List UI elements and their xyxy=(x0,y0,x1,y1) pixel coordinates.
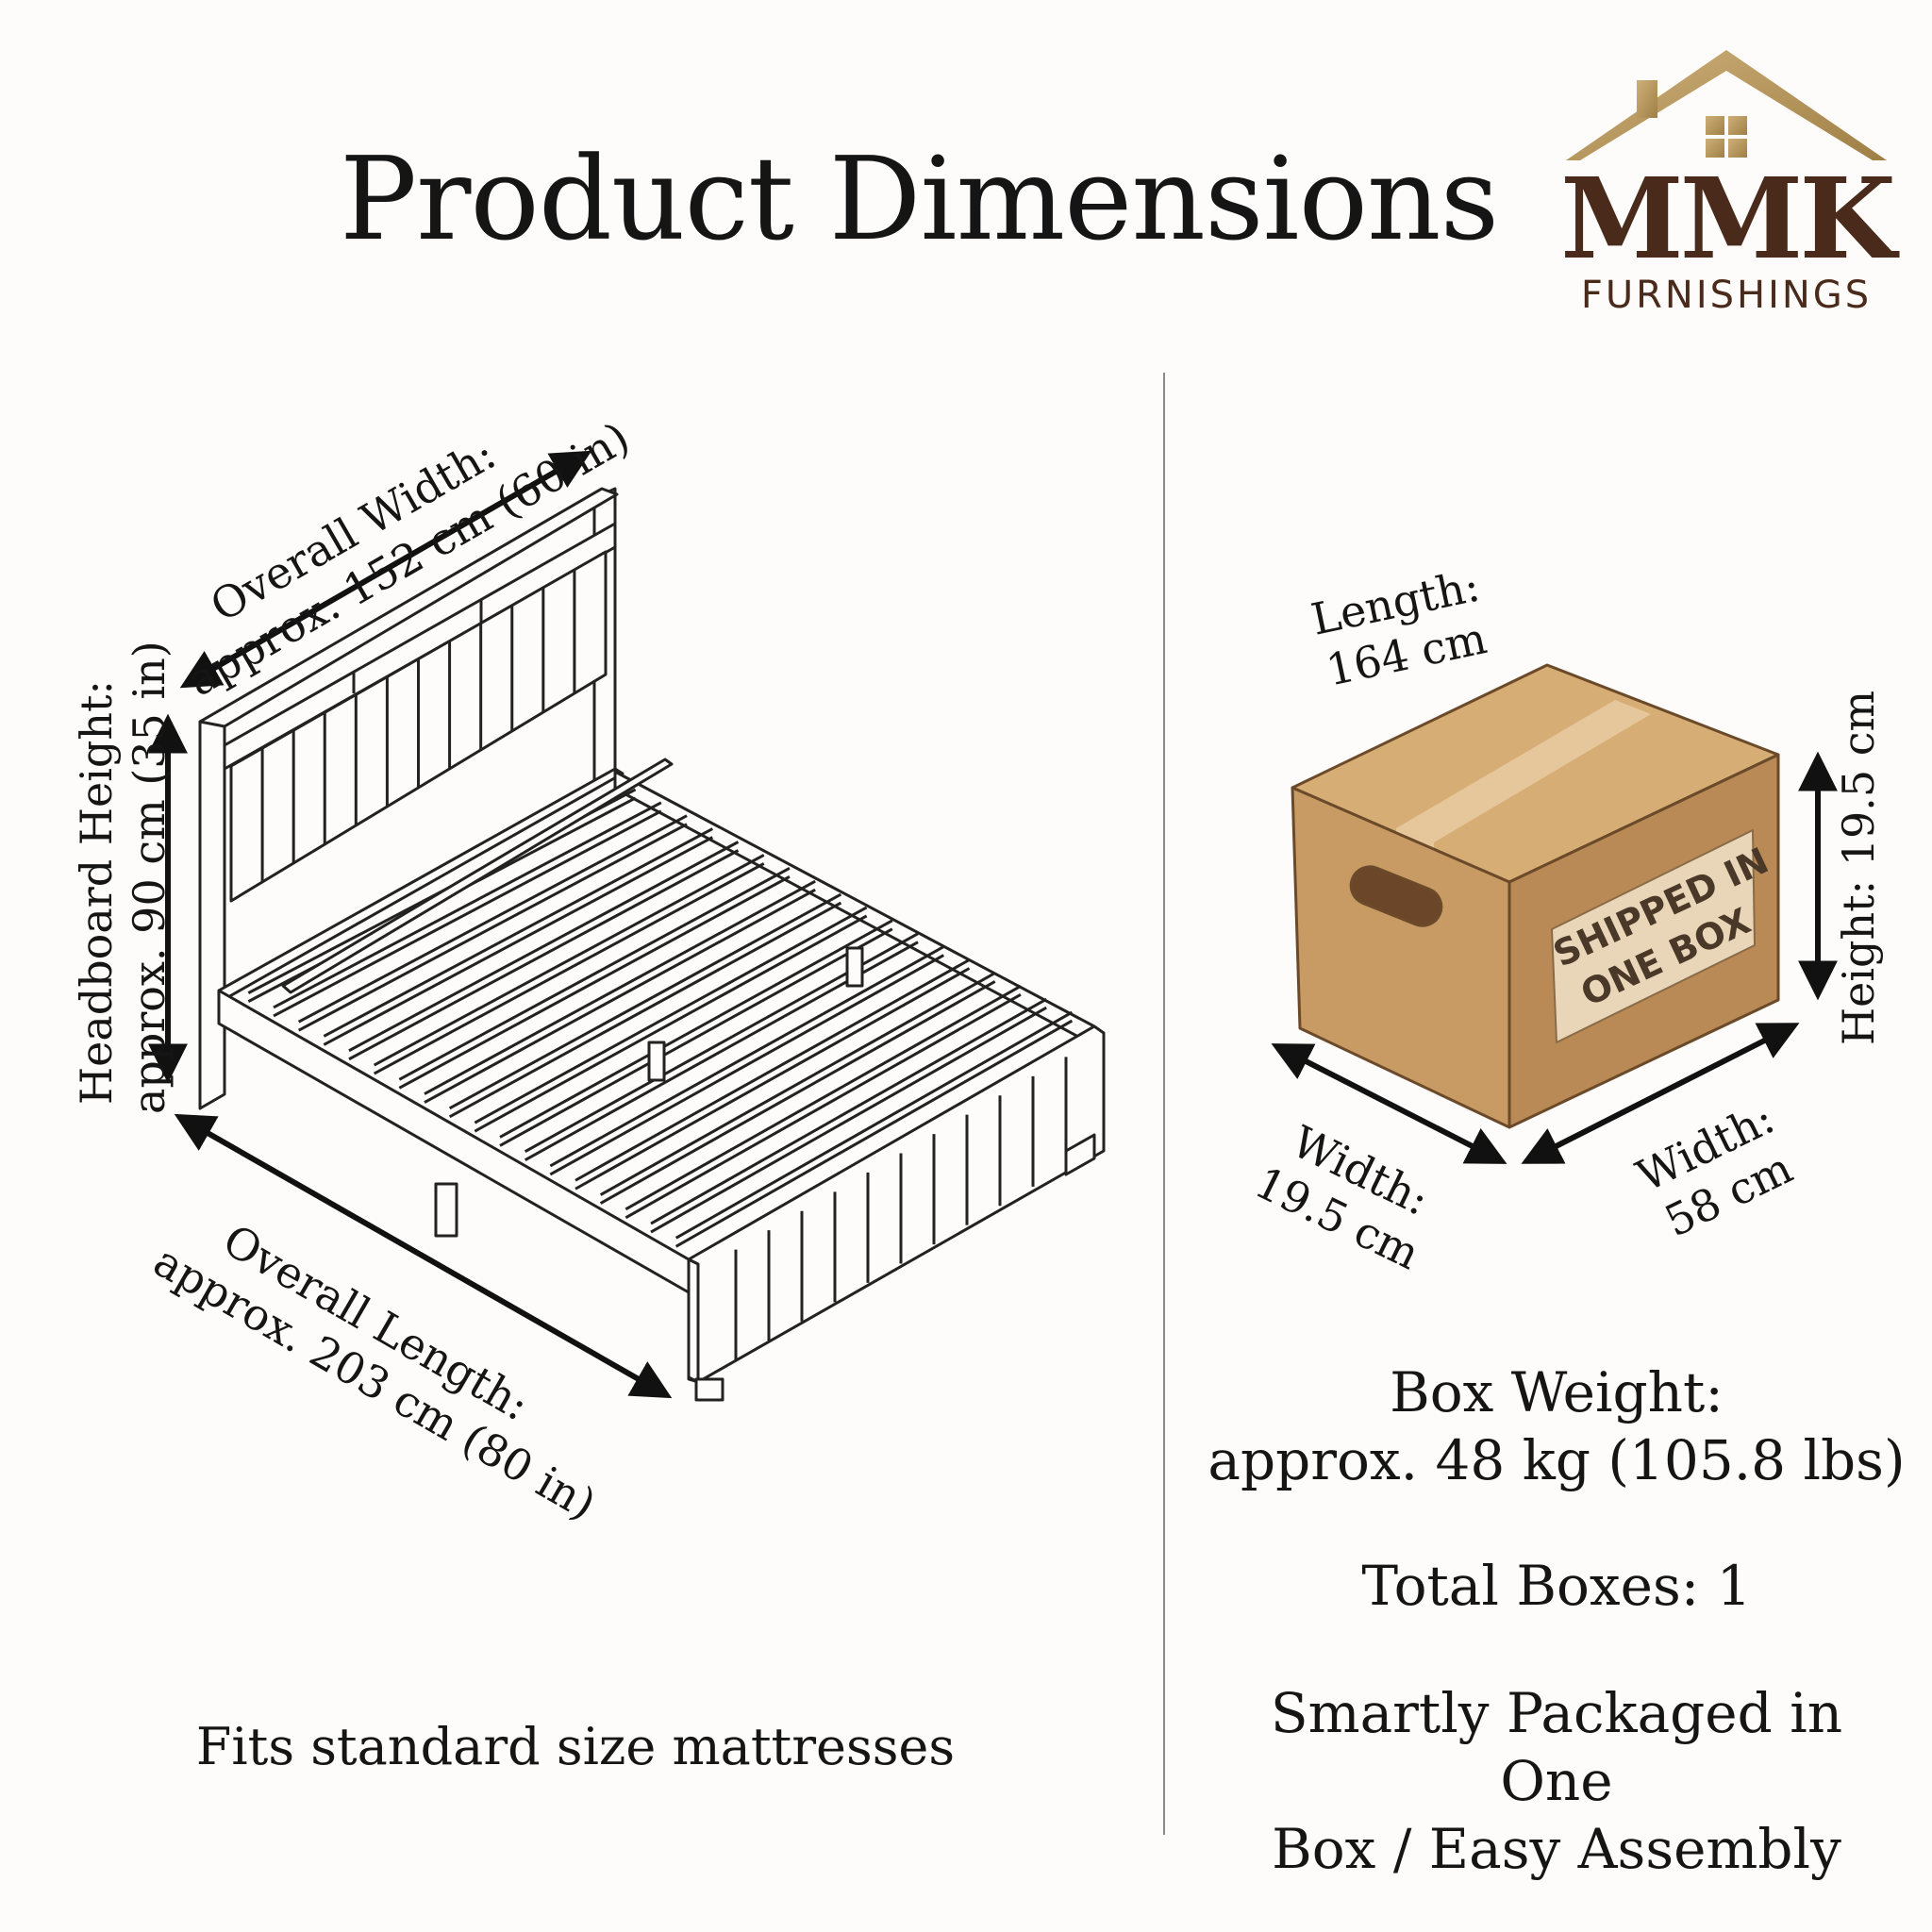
bed-slat xyxy=(499,919,893,1139)
bed-slat-edge xyxy=(373,862,765,1075)
bed-slat xyxy=(323,827,713,1038)
bed-headboard-value: approx. 90 cm (35 in) xyxy=(124,641,175,1114)
bed-slat xyxy=(448,892,842,1110)
bed-slat xyxy=(273,801,662,1009)
bed-slat xyxy=(297,814,688,1024)
total-boxes: Total Boxes: 1 xyxy=(1361,1554,1752,1618)
bed-slat-edge xyxy=(323,836,713,1046)
bed-slat-edge xyxy=(650,1006,1047,1234)
bed-slat xyxy=(373,854,765,1067)
width-arrow xyxy=(179,450,592,689)
box-height-label: Height: 19.5 cm xyxy=(1832,690,1885,1045)
footboard-channels xyxy=(734,1057,1068,1360)
bed-slat-edge xyxy=(675,1019,1074,1248)
bed-slat xyxy=(474,906,868,1124)
bed-slat xyxy=(625,984,1022,1211)
packaging-line-2: Box / Easy Assembly xyxy=(1272,1817,1841,1881)
section-divider xyxy=(1163,373,1165,1835)
bed-slat-edge xyxy=(297,823,688,1032)
box-handle xyxy=(1349,865,1443,927)
shipping-box xyxy=(1291,663,1780,1129)
bed-slat-edge xyxy=(499,927,893,1147)
length-arrow xyxy=(174,1113,673,1399)
box-sticker xyxy=(1551,829,1756,1043)
page-title: Product Dimensions xyxy=(340,132,1499,266)
brand-name: MMK xyxy=(1560,153,1896,284)
bed-slat xyxy=(650,997,1047,1225)
bed-slat xyxy=(398,866,791,1081)
bed-dimension-arrows xyxy=(148,450,673,1399)
bed-slat-edge xyxy=(398,874,791,1090)
box-weight: Box Weight: approx. 48 kg (105.8 lbs) xyxy=(1208,1358,1906,1494)
bed-slat-edge xyxy=(448,901,842,1119)
bed-slat xyxy=(348,841,740,1053)
box-weight-label: Box Weight: xyxy=(1390,1360,1724,1424)
brand-subtitle: FURNISHINGS xyxy=(1580,274,1873,317)
bed-slat-edge xyxy=(348,849,740,1061)
bed-headboard-label: Headboard Height: approx. 90 cm (35 in) xyxy=(70,641,175,1114)
mattress-note: Fits standard size mattresses xyxy=(195,1717,956,1776)
box-width-right-arrow xyxy=(1521,1023,1800,1164)
packaging-line-1: Smartly Packaged in One xyxy=(1270,1681,1843,1813)
box-width-left-arrow xyxy=(1271,1043,1507,1164)
bed-headboard-title: Headboard Height: xyxy=(71,680,122,1105)
bed-slat-edge xyxy=(474,914,868,1133)
box-dimension-arrows xyxy=(1271,751,1838,1164)
box-height-value: Height: 19.5 cm xyxy=(1833,690,1884,1045)
box-weight-value: approx. 48 kg (105.8 lbs) xyxy=(1208,1428,1906,1492)
brand-logo: MMK FURNISHINGS xyxy=(1557,42,1896,325)
packaging-note: Smartly Packaged in One Box / Easy Assem… xyxy=(1208,1679,1906,1883)
house-roof-icon xyxy=(1566,50,1887,160)
bed-slat-edge xyxy=(625,992,1022,1220)
bed-slat-edge xyxy=(424,888,816,1104)
bed-slat xyxy=(675,1010,1074,1240)
bed-slat xyxy=(424,879,816,1095)
bed-slat-edge xyxy=(273,809,662,1018)
